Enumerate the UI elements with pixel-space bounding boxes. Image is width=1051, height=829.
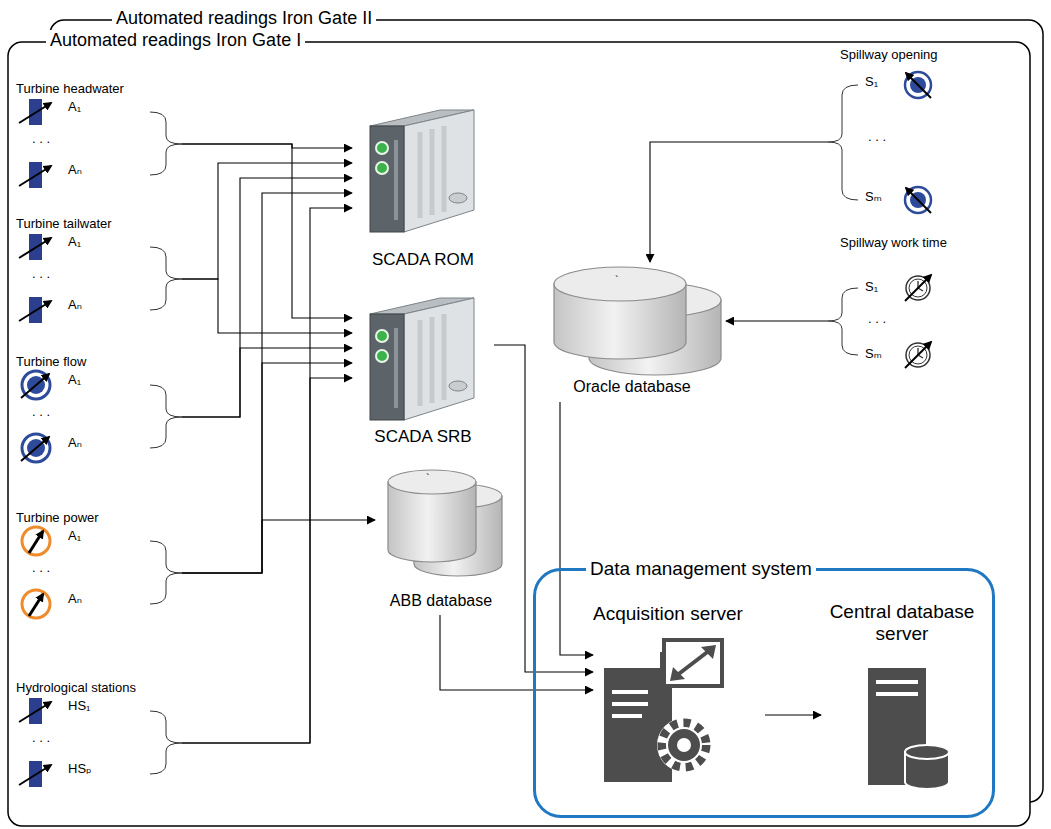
database-symbol bbox=[388, 470, 502, 576]
database-server-symbol bbox=[868, 668, 949, 789]
sensor-label: A₁ bbox=[68, 235, 81, 250]
level-sensor bbox=[19, 162, 51, 188]
sensor-label: . . . bbox=[32, 405, 50, 420]
database-node: ABB database bbox=[375, 470, 507, 615]
node-title: ABB database bbox=[375, 592, 507, 610]
sensor-label: A₁ bbox=[68, 373, 81, 388]
level-sensor bbox=[19, 761, 51, 787]
sensor-label: Aₙ bbox=[68, 436, 82, 451]
server-node: Acquisition server bbox=[593, 603, 765, 793]
sensor-label: . . . bbox=[32, 267, 50, 282]
sensor-group: Turbine powerA₁ . . . Aₙ bbox=[10, 511, 182, 623]
sensor-group: Hydrological stationsHS₁ . . . HSₚ bbox=[10, 681, 182, 793]
sensor-label: Aₙ bbox=[68, 592, 82, 607]
connector bbox=[182, 208, 352, 743]
sensor-label: . . . bbox=[32, 731, 50, 746]
sensor-label: Aₙ bbox=[68, 298, 82, 313]
connector bbox=[182, 279, 352, 333]
acquisition-server-symbol bbox=[604, 640, 722, 782]
connector bbox=[182, 144, 352, 148]
sensor-label: . . . bbox=[868, 130, 886, 145]
sensor-label: HS₁ bbox=[68, 699, 90, 714]
node-title: SCADA SRB bbox=[352, 427, 494, 447]
sensor-label: . . . bbox=[32, 561, 50, 576]
connector bbox=[650, 142, 828, 262]
connector bbox=[182, 178, 352, 417]
level-sensor bbox=[19, 99, 51, 125]
sensor-label: . . . bbox=[868, 312, 886, 327]
sensor-label: Sₘ bbox=[865, 190, 882, 205]
level-sensor bbox=[19, 234, 51, 260]
node-title: Turbine power bbox=[16, 511, 99, 526]
node-title: Automated readings Iron Gate I bbox=[46, 30, 305, 51]
connector bbox=[182, 348, 352, 417]
flow-sensor bbox=[21, 371, 50, 399]
node-title: SCADA ROM bbox=[352, 250, 494, 270]
power-sensor bbox=[22, 527, 50, 555]
spillway-opening-sensor bbox=[905, 72, 931, 98]
flow-sensor bbox=[21, 434, 50, 462]
frame-outline bbox=[8, 42, 1030, 826]
server-node: Central database server bbox=[821, 601, 983, 793]
power-sensor bbox=[22, 590, 50, 618]
connector bbox=[182, 193, 352, 573]
bracket bbox=[150, 85, 858, 774]
database-symbol bbox=[554, 267, 721, 375]
connector bbox=[726, 320, 828, 321]
node-title: Data management system bbox=[586, 558, 816, 580]
connector bbox=[440, 615, 593, 690]
node-title: Central database server bbox=[821, 601, 983, 645]
system-box: Data management systemAcquisition server… bbox=[533, 568, 995, 818]
sensor-label: HSₚ bbox=[68, 762, 92, 777]
sensor-label: A₁ bbox=[68, 100, 81, 115]
connector bbox=[182, 520, 375, 573]
frame-band: Automated readings Iron Gate II bbox=[50, 20, 1043, 802]
sensor-group: Turbine headwaterA₁ . . . Aₙ bbox=[10, 82, 182, 194]
node-title: Turbine headwater bbox=[16, 82, 124, 97]
mark-label: ` bbox=[426, 473, 430, 484]
scada-server bbox=[370, 298, 474, 420]
mark-label: ` bbox=[615, 275, 619, 286]
spillway-clock bbox=[905, 275, 931, 301]
node-title: Hydrological stations bbox=[16, 681, 136, 696]
sensor-label: . . . bbox=[32, 132, 50, 147]
sensor-label: Sₘ bbox=[865, 347, 882, 362]
sensor-group: Spillway openingS₁ . . . Sₘ bbox=[828, 48, 978, 228]
node-title: Spillway work time bbox=[840, 236, 947, 251]
sensor-label: A₁ bbox=[68, 529, 81, 544]
connector bbox=[560, 402, 593, 655]
spillway-clock bbox=[905, 342, 931, 368]
connector bbox=[182, 363, 352, 573]
frame-band: Automated readings Iron Gate ITurbine he… bbox=[8, 42, 1030, 826]
node-title: Oracle database bbox=[538, 378, 726, 396]
sensor-group: Turbine tailwaterA₁ . . . Aₙ bbox=[10, 217, 182, 329]
node-title: Turbine tailwater bbox=[16, 217, 112, 232]
sensor-group: Turbine flowA₁ . . . Aₙ bbox=[10, 355, 182, 467]
scada-server bbox=[370, 110, 474, 232]
connector bbox=[182, 378, 352, 743]
scada-server-node: SCADA ROM bbox=[352, 100, 494, 272]
database-node: Oracle database bbox=[538, 262, 726, 402]
sensor-label: Aₙ bbox=[68, 163, 82, 178]
sensor-label: S₁ bbox=[865, 75, 878, 90]
connector bbox=[182, 144, 352, 318]
node-title: Acquisition server bbox=[593, 603, 743, 625]
sensor-group: Spillway work timeS₁ . . . Sₘ bbox=[828, 236, 978, 371]
connector bbox=[765, 714, 821, 715]
level-sensor bbox=[19, 698, 51, 724]
level-sensor bbox=[19, 297, 51, 323]
node-title: Spillway opening bbox=[840, 48, 938, 63]
connector bbox=[182, 163, 352, 279]
sensor-label: S₁ bbox=[865, 280, 878, 295]
node-title: Turbine flow bbox=[16, 355, 86, 370]
scada-server-node: SCADA SRB bbox=[352, 295, 494, 453]
node-title: Automated readings Iron Gate II bbox=[112, 8, 376, 29]
spillway-opening-sensor bbox=[905, 187, 931, 213]
